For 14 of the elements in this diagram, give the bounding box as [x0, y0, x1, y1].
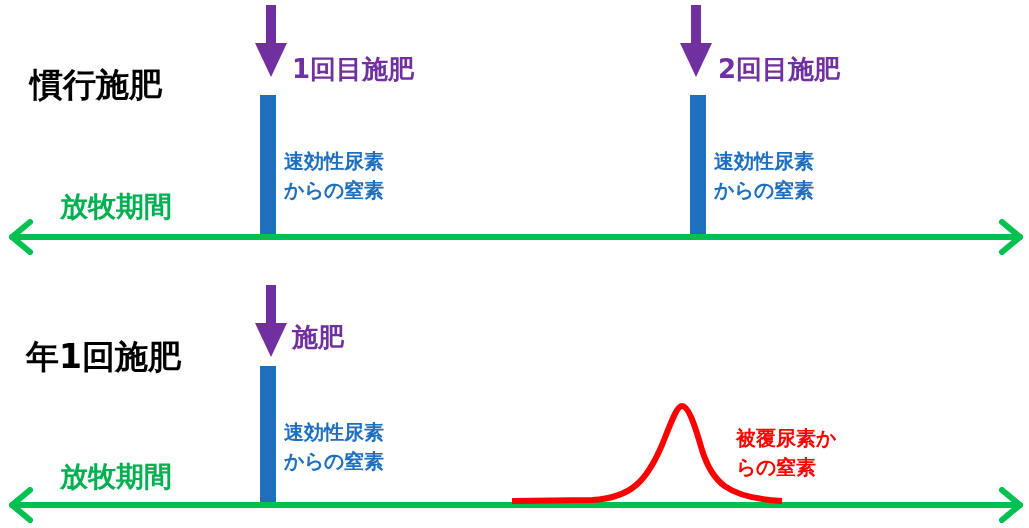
- label: 2回目施肥: [718, 53, 841, 86]
- nitrogen-bar: [260, 366, 276, 502]
- label: 慣行施肥: [30, 64, 162, 106]
- nitrogen-bar: [260, 95, 276, 234]
- bar-caption: 速効性尿素からの窒素: [714, 148, 815, 204]
- label: 放牧期間: [60, 189, 172, 225]
- label: 1回目施肥: [292, 53, 415, 86]
- label: 施肥: [292, 321, 344, 354]
- nitrogen-bar: [690, 95, 706, 234]
- label: 放牧期間: [60, 459, 172, 495]
- bar-caption: 速効性尿素からの窒素: [284, 419, 385, 475]
- bar-caption: 速効性尿素からの窒素: [284, 148, 385, 204]
- label: 被覆尿素からの窒素: [736, 425, 837, 481]
- label: 年1回施肥: [26, 336, 181, 378]
